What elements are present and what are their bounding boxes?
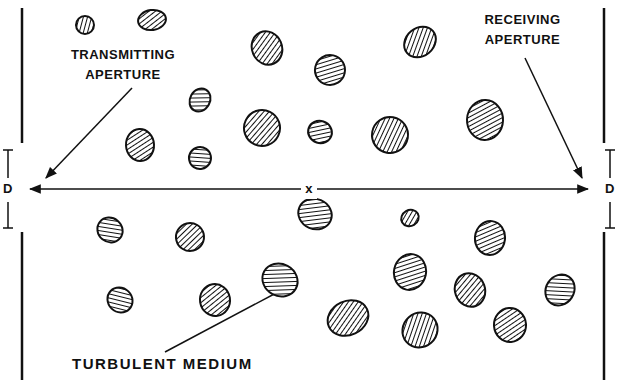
eddy-blob — [312, 52, 348, 88]
eddy-blob — [398, 20, 442, 63]
eddy-blob — [125, 128, 155, 161]
left-wall — [21, 8, 24, 143]
eddy-blob — [365, 110, 415, 160]
eddy-blob — [540, 269, 581, 311]
eddy-blob — [391, 251, 430, 293]
right-wall — [603, 232, 606, 380]
leader-line — [46, 88, 132, 178]
eddy-blob — [293, 194, 336, 235]
eddy-blob — [395, 305, 444, 354]
dimension-label: D — [605, 179, 615, 199]
distance-label: x — [301, 179, 317, 199]
left-wall — [21, 232, 24, 380]
eddy-blob — [473, 219, 507, 256]
eddy-blob — [246, 26, 287, 69]
aperture-label: RECEIVING APERTURE — [470, 10, 575, 50]
eddy-blob — [137, 8, 168, 32]
eddy-blob — [493, 307, 527, 343]
eddy-blob — [102, 282, 137, 317]
eddy-blob — [450, 269, 490, 311]
eddy-blob — [305, 118, 335, 146]
eddy-blob — [185, 143, 216, 174]
eddy-blob — [239, 105, 285, 151]
eddy-blob — [466, 99, 503, 140]
eddy-blob — [72, 12, 97, 37]
eddy-blob — [185, 85, 214, 116]
right-wall — [603, 8, 606, 143]
eddy-blob — [398, 207, 422, 230]
eddy-blob — [198, 282, 233, 318]
eddy-blob — [322, 294, 374, 343]
medium-label: TURBULENT MEDIUM — [72, 354, 253, 374]
dimension-label: D — [3, 179, 13, 199]
leader-line — [525, 58, 582, 178]
eddy-blob — [173, 220, 207, 254]
eddy-blob — [92, 212, 127, 247]
eddy-blob — [257, 257, 304, 302]
aperture-label: TRANSMITTING APERTURE — [58, 45, 188, 85]
